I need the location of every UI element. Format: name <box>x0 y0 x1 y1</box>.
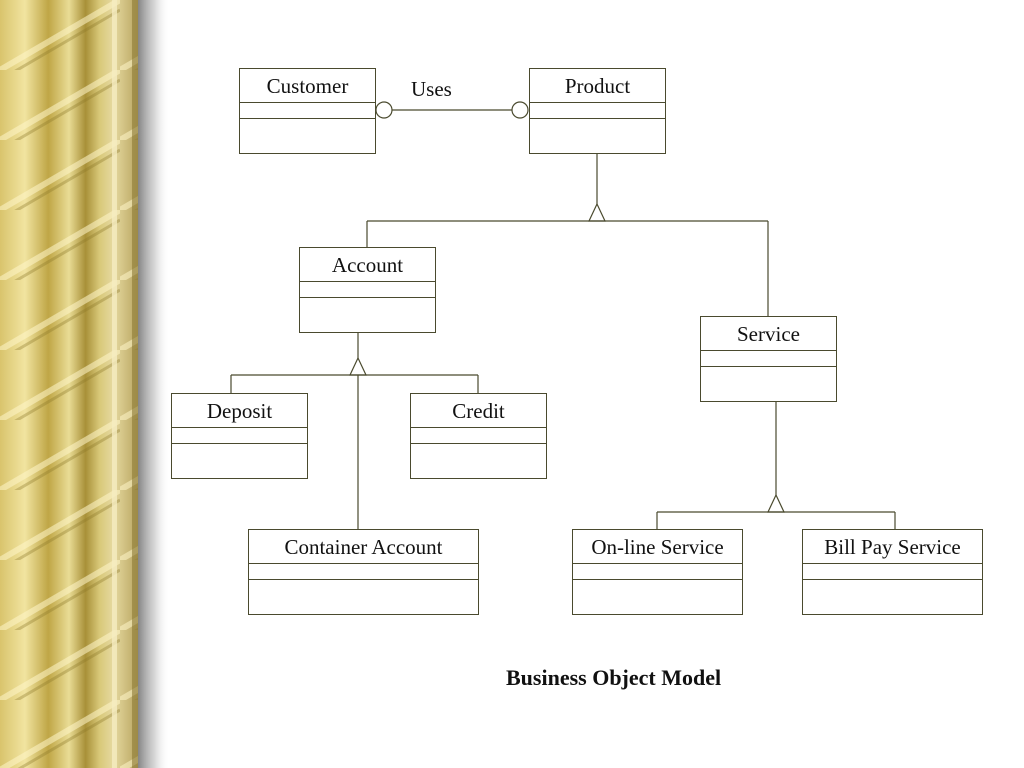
class-deposit-attributes <box>172 428 307 444</box>
class-product-attributes <box>530 103 665 119</box>
class-customer-attributes <box>240 103 375 119</box>
class-credit-operations <box>411 444 546 476</box>
customer-association-end <box>375 101 393 119</box>
class-service: Service <box>700 316 837 402</box>
class-product: Product <box>529 68 666 154</box>
class-bill-pay-service: Bill Pay Service <box>802 529 983 615</box>
diagram-caption: Business Object Model <box>506 665 722 690</box>
class-container-account-attributes <box>249 564 478 580</box>
class-service-operations <box>701 367 836 399</box>
class-container-account: Container Account <box>248 529 479 615</box>
class-credit-name: Credit <box>411 394 546 428</box>
class-bill-pay-service-operations <box>803 580 982 612</box>
class-account-name: Account <box>300 248 435 282</box>
account-generalization-arrow <box>349 356 367 376</box>
class-credit: Credit <box>410 393 547 479</box>
class-product-name: Product <box>530 69 665 103</box>
class-container-account-operations <box>249 580 478 612</box>
class-bill-pay-service-attributes <box>803 564 982 580</box>
class-account: Account <box>299 247 436 333</box>
class-customer-name: Customer <box>240 69 375 103</box>
class-online-service-name: On-line Service <box>573 530 742 564</box>
class-service-attributes <box>701 351 836 367</box>
class-product-operations <box>530 119 665 151</box>
class-credit-attributes <box>411 428 546 444</box>
class-deposit-name: Deposit <box>172 394 307 428</box>
class-deposit: Deposit <box>171 393 308 479</box>
decorative-gold-sidebar <box>0 0 170 768</box>
class-bill-pay-service-name: Bill Pay Service <box>803 530 982 564</box>
class-customer-operations <box>240 119 375 151</box>
product-generalization-arrow <box>588 202 606 222</box>
class-online-service-attributes <box>573 564 742 580</box>
class-online-service-operations <box>573 580 742 612</box>
class-service-name: Service <box>701 317 836 351</box>
product-association-end <box>511 101 529 119</box>
class-online-service: On-line Service <box>572 529 743 615</box>
class-account-operations <box>300 298 435 330</box>
class-account-attributes <box>300 282 435 298</box>
class-deposit-operations <box>172 444 307 476</box>
uses-association-label: Uses <box>411 77 452 101</box>
class-customer: Customer <box>239 68 376 154</box>
class-container-account-name: Container Account <box>249 530 478 564</box>
service-generalization-arrow <box>767 493 785 513</box>
